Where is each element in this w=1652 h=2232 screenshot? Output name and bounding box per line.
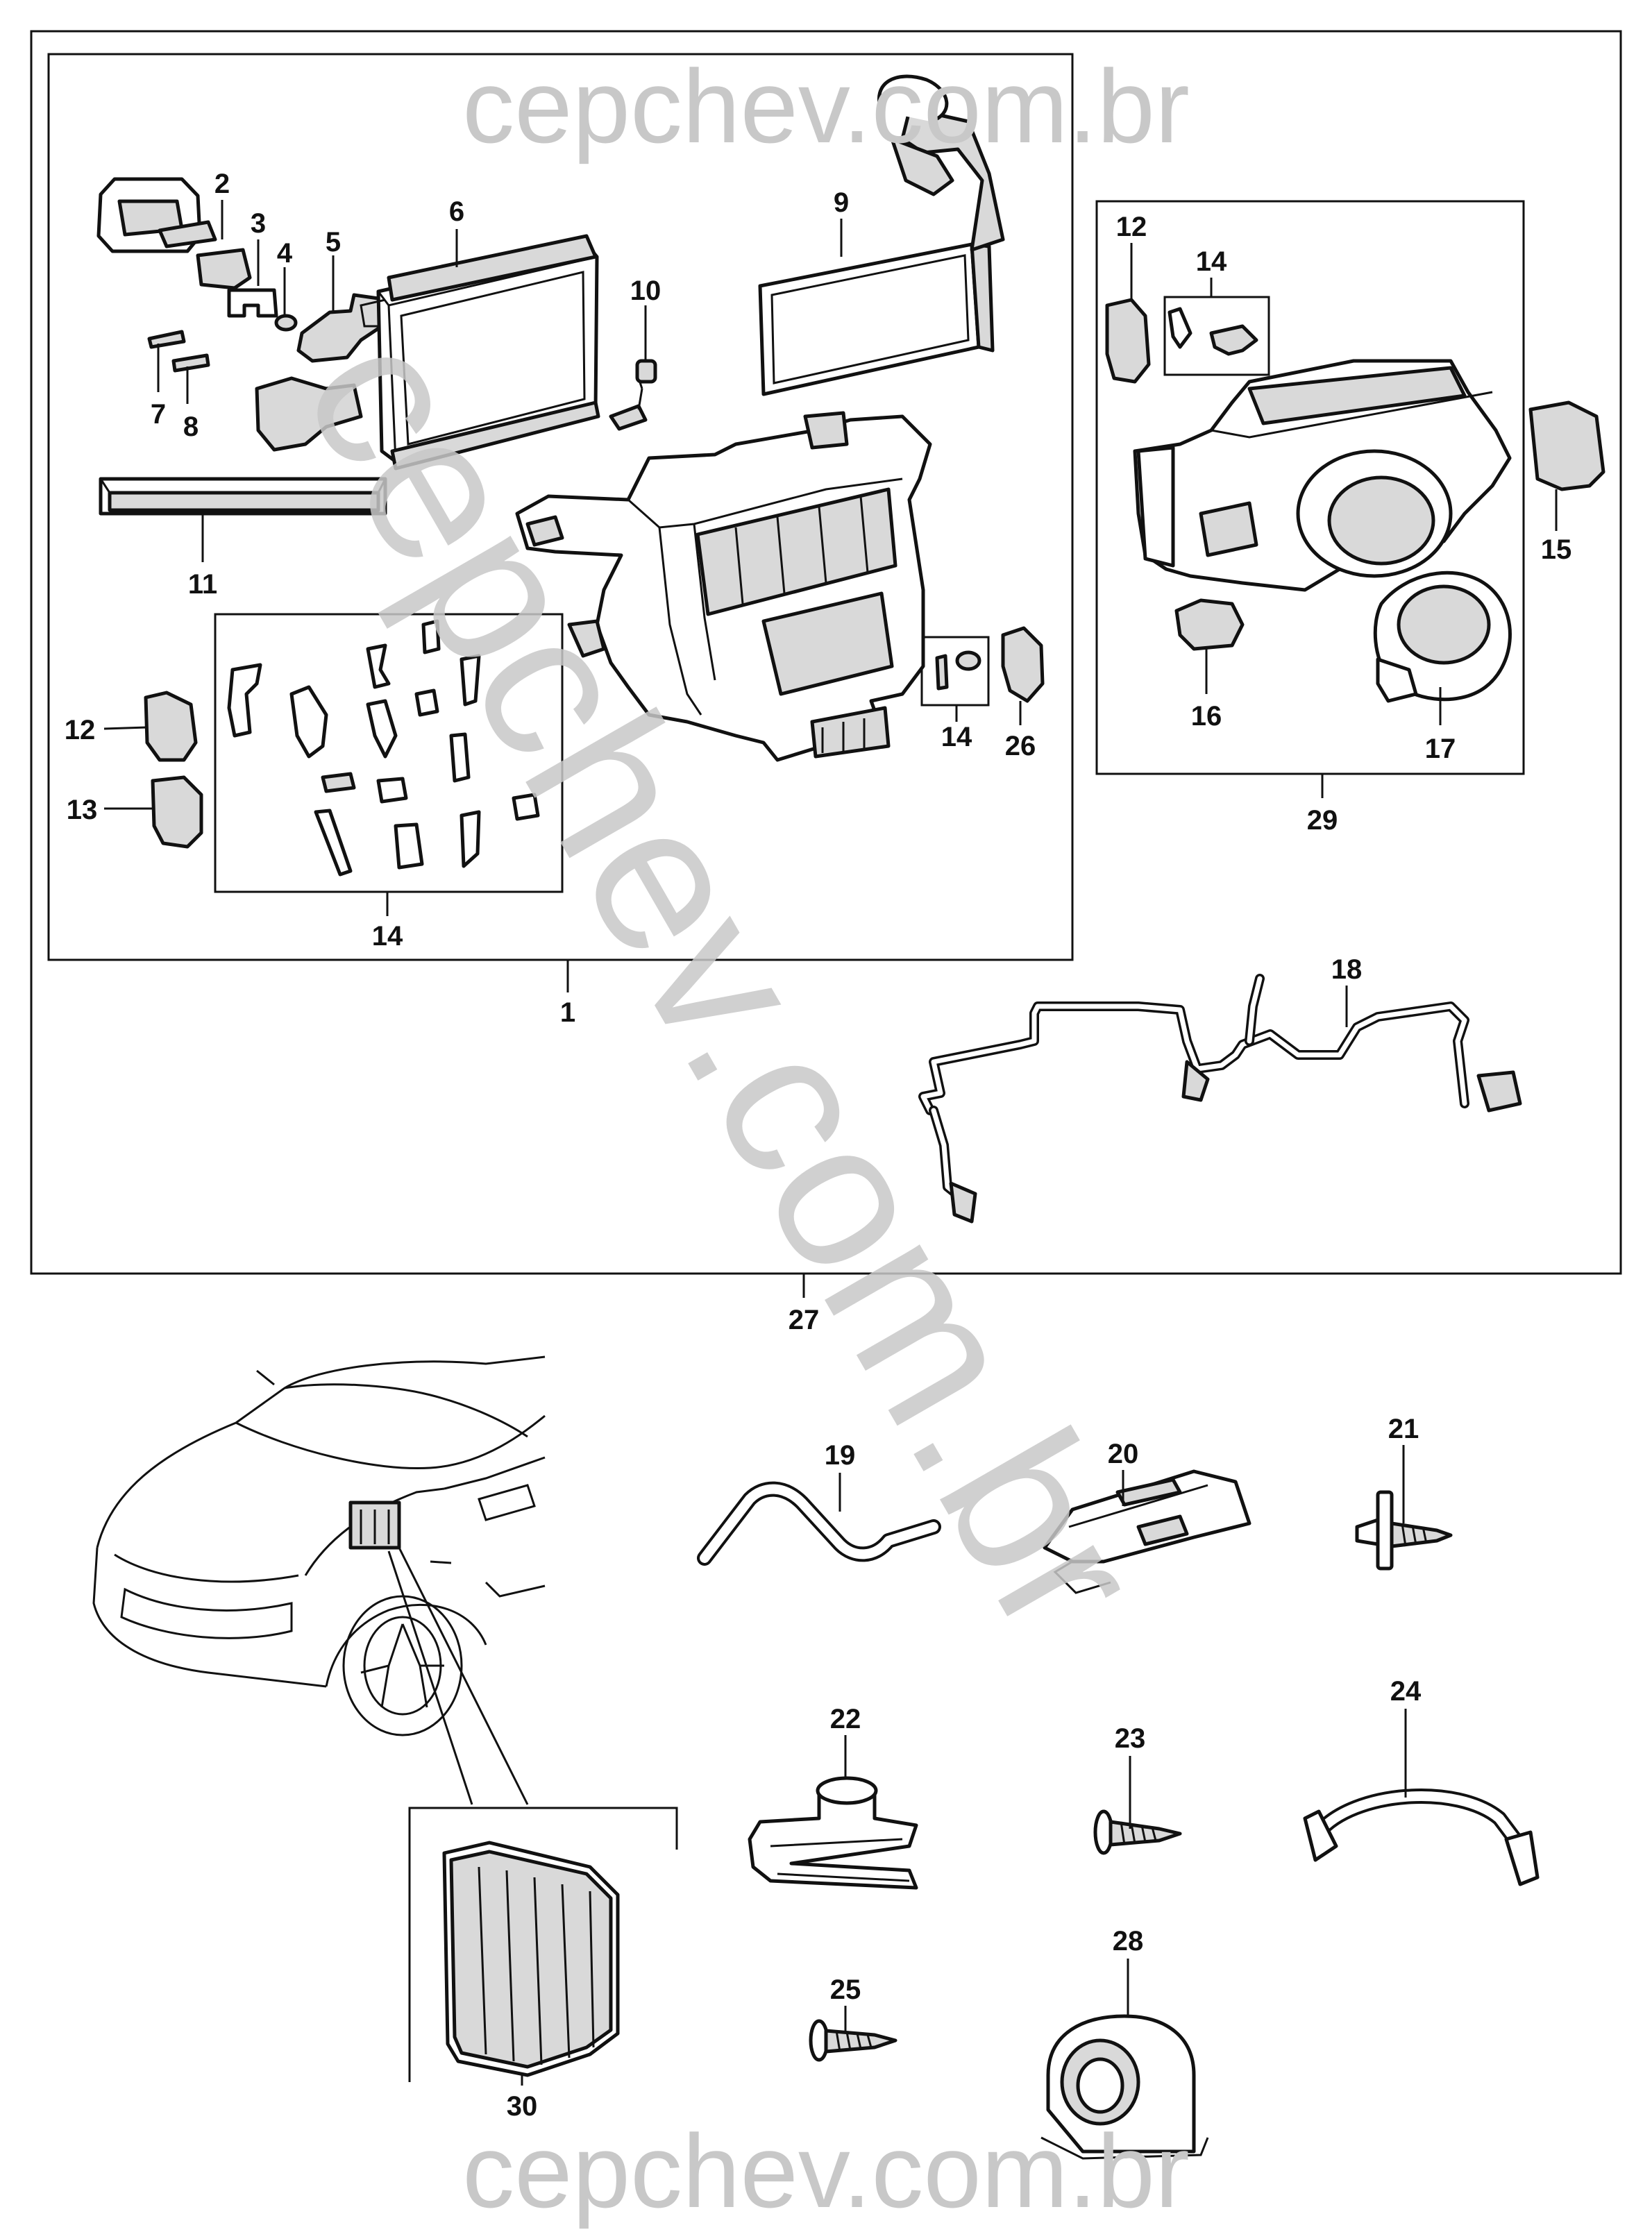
part-7-screw [147, 330, 186, 349]
callout-30: 30 [507, 2091, 538, 2122]
callout-7: 7 [151, 399, 166, 430]
part-9-heater-core [758, 242, 995, 396]
callout-13: 13 [67, 795, 98, 825]
callout-19: 19 [825, 1440, 856, 1471]
part-2-bezel [96, 177, 217, 253]
part-17-blower-motor [1373, 570, 1512, 703]
leader-30-zoom [387, 1547, 529, 1805]
callout-22: 22 [830, 1704, 861, 1734]
callout-8: 8 [183, 412, 199, 442]
hvac-module-housing [515, 411, 932, 762]
callout-28: 28 [1113, 1926, 1144, 1956]
blower-housing [1133, 359, 1512, 592]
watermark-bottom: cepchev.com.br [462, 2113, 1190, 2229]
callout-12-left: 12 [65, 715, 96, 745]
part-bracket [255, 376, 363, 452]
callout-14-blower: 14 [1196, 246, 1227, 277]
callout-4: 4 [277, 238, 293, 269]
part-8-screw [171, 353, 210, 373]
frame-assembly-1 [47, 53, 1074, 961]
callout-5: 5 [326, 227, 341, 257]
callout-10: 10 [630, 276, 661, 306]
part-3-actuator [196, 248, 252, 290]
frame-kit-14-lower [214, 613, 564, 893]
part-15-filter-cover [1528, 400, 1605, 491]
part-3-clip [227, 288, 278, 318]
frame-assembly-27 [30, 30, 1622, 1275]
callout-21: 21 [1388, 1414, 1419, 1444]
callout-14-lower: 14 [372, 921, 403, 952]
callout-25: 25 [830, 1975, 861, 2005]
part-26-seal [1001, 626, 1045, 703]
callout-9: 9 [834, 187, 849, 218]
part-16-resistor [1174, 598, 1245, 651]
leader-lines [103, 200, 1558, 2086]
callout-16: 16 [1191, 701, 1222, 732]
frame-assembly-29 [1095, 200, 1525, 775]
callout-14-right: 14 [941, 722, 972, 752]
callout-1: 1 [560, 997, 575, 1028]
callout-12-blower: 12 [1116, 212, 1147, 242]
callout-23: 23 [1115, 1723, 1146, 1754]
callout-11: 11 [188, 569, 217, 600]
part-23-screw [1093, 1809, 1182, 1855]
part-14-kit-right-items [935, 650, 981, 691]
frame-kit-14-29 [1163, 296, 1270, 376]
part-21-push-pin [1355, 1490, 1453, 1571]
callout-24: 24 [1390, 1676, 1422, 1707]
callout-3: 3 [251, 208, 266, 239]
vehicle-location-illustration [92, 1355, 546, 1736]
part-18-wiring-harness [918, 974, 1522, 1224]
part-24-strap [1303, 1789, 1540, 1886]
callout-26: 26 [1005, 731, 1036, 761]
part-22-clip [748, 1776, 918, 1890]
part-19-hose [697, 1481, 941, 1566]
callout-18: 18 [1331, 954, 1363, 985]
part-10-sensor [609, 319, 657, 431]
callout-27: 27 [789, 1305, 820, 1335]
part-12-actuator-29 [1105, 298, 1151, 384]
callout-29: 29 [1307, 805, 1338, 836]
watermark-top: cepchev.com.br [462, 48, 1190, 164]
callout-6: 6 [449, 196, 464, 227]
frame-kit-14-right [920, 636, 990, 707]
part-12-actuator [144, 691, 198, 762]
part-30-cabin-filter [442, 1841, 620, 2077]
part-14-kit-29-items [1168, 307, 1258, 356]
callout-17: 17 [1425, 734, 1456, 764]
callouts: 1 2 3 4 5 6 7 8 9 10 11 12 13 14 14 26 1… [65, 169, 1572, 2122]
part-25-screw [809, 2019, 897, 2062]
part-20-clip [1043, 1469, 1251, 1594]
part-28-grommet [1040, 2014, 1209, 2160]
part-6-evaporator-core [360, 234, 600, 471]
frame-filter-30 [408, 1807, 678, 2082]
callout-15: 15 [1541, 534, 1572, 565]
part-9-heater-pipes [877, 74, 1005, 252]
callout-2: 2 [214, 169, 230, 199]
callout-20: 20 [1108, 1439, 1139, 1469]
part-4-grommet [274, 314, 298, 332]
part-14-kit-lower-items [227, 619, 540, 877]
part-13-actuator [151, 775, 203, 849]
part-11-rail [99, 477, 387, 516]
